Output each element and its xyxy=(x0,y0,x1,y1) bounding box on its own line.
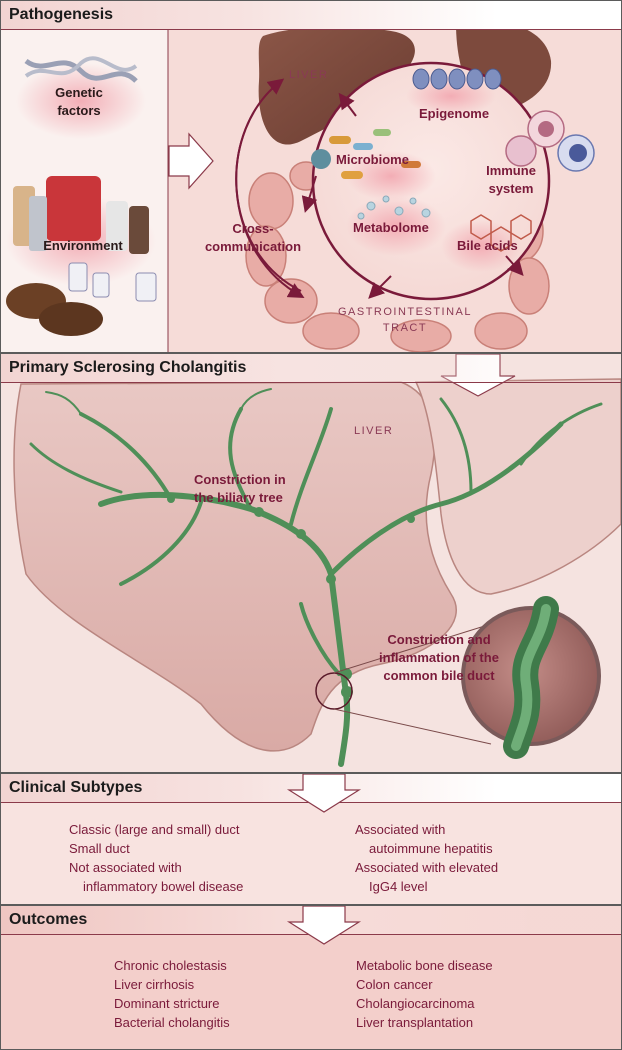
outcome-item: Bacterial cholangitis xyxy=(114,1015,230,1030)
pathogenesis-header: Pathogenesis xyxy=(1,1,621,30)
pill-bottles-icon xyxy=(92,272,110,298)
divider xyxy=(1,352,621,354)
psc-liver-label: LIVER xyxy=(354,425,393,437)
spray-can-icon xyxy=(29,196,47,251)
constriction-common-label-3: common bile duct xyxy=(383,668,495,683)
dark-bottle-icon xyxy=(129,206,149,254)
outcome-item: Chronic cholestasis xyxy=(114,958,227,973)
bile-acids-label: Bile acids xyxy=(457,238,518,253)
liver-shape xyxy=(258,26,415,145)
psc-liver-left xyxy=(13,381,457,752)
microbiome-icon xyxy=(311,129,421,179)
outcome-item: Metabolic bone disease xyxy=(356,958,493,973)
clinical-subtypes-section: Clinical Subtypes Classic (large and sma… xyxy=(1,774,621,904)
divider xyxy=(1,772,621,774)
microbiome-label: Microbiome xyxy=(336,152,409,167)
pathogenesis-section: Genetic factors Environment LIVER Epigen… xyxy=(1,1,621,353)
subtype-item: inflammatory bowel disease xyxy=(83,879,244,894)
subtypes-left-list: Classic (large and small) duct Small duc… xyxy=(69,820,243,896)
cross-communication-label-1: Cross- xyxy=(232,221,273,236)
epigenome-icon xyxy=(412,68,502,90)
duct-beads xyxy=(167,495,415,698)
subtypes-right-list: Associated with autoimmune hepatitis Ass… xyxy=(355,820,498,896)
subtype-item: Associated with elevated xyxy=(355,860,499,875)
psc-section: LIVER Constriction in the biliary tree C… xyxy=(1,354,621,772)
constriction-common-label-1: Constriction and xyxy=(387,632,490,647)
genetic-factors-label-1: Genetic xyxy=(55,85,103,100)
subtype-item: Associated with xyxy=(355,822,446,837)
gi-tract-label-1: GASTROINTESTINAL xyxy=(338,306,472,318)
divider xyxy=(1,904,621,906)
environment-label: Environment xyxy=(43,238,123,253)
outcome-item: Liver cirrhosis xyxy=(114,977,195,992)
immune-system-label-1: Immune xyxy=(486,163,536,178)
genetic-glow xyxy=(16,63,146,139)
psc-liver-right xyxy=(414,378,621,595)
subtypes-arrow-svg xyxy=(286,774,362,813)
immune-cells-icon xyxy=(505,110,595,172)
outcome-item: Cholangiocarcinoma xyxy=(356,996,475,1011)
subtype-item: IgG4 level xyxy=(369,879,428,894)
outcome-item: Liver transplantation xyxy=(356,1015,474,1030)
epigenome-label: Epigenome xyxy=(419,106,489,121)
constriction-biliary-label-2: the biliary tree xyxy=(194,490,283,505)
constriction-common-label-2: inflammation of the xyxy=(379,650,499,665)
psc-illustration: LIVER Constriction in the biliary tree C… xyxy=(13,354,621,767)
cleaner-bottle-icon xyxy=(106,201,128,251)
subtype-item: Small duct xyxy=(69,841,130,856)
metabolome-label: Metabolome xyxy=(353,220,429,235)
dna-helix-icon xyxy=(24,58,138,83)
psc-header: Primary Sclerosing Cholangitis xyxy=(1,354,621,383)
outcomes-left-list: Chronic cholestasis Liver cirrhosis Domi… xyxy=(114,956,230,1032)
bile-acids-molecule-icon xyxy=(470,214,532,252)
outcomes-arrow xyxy=(286,906,362,945)
subtype-item: Not associated with xyxy=(69,860,182,875)
genetic-factors-label-2: factors xyxy=(57,103,100,118)
subtype-item: autoimmune hepatitis xyxy=(369,841,493,856)
subtype-item: Classic (large and small) duct xyxy=(69,822,240,837)
gas-can-icon xyxy=(46,176,101,241)
biliary-tree xyxy=(29,388,603,767)
constriction-biliary-label-1: Constriction in xyxy=(194,472,286,487)
pathogenesis-arrow xyxy=(168,132,214,190)
outcomes-right-list: Metabolic bone disease Colon cancer Chol… xyxy=(356,956,493,1032)
outcomes-section: Outcomes Chronic cholestasis Liver cirrh… xyxy=(1,906,621,1049)
outcomes-arrow-svg xyxy=(286,906,362,945)
cross-communication-label-2: communication xyxy=(205,239,301,254)
subtypes-arrow xyxy=(286,774,362,813)
outcome-item: Dominant stricture xyxy=(114,996,220,1011)
metabolome-icon xyxy=(357,195,431,220)
pathogenesis-illustration: Genetic factors Environment LIVER Epigen… xyxy=(1,20,595,353)
immune-system-label-2: system xyxy=(489,181,534,196)
gi-tract-label-2: TRACT xyxy=(383,322,427,334)
liver-label: LIVER xyxy=(289,69,328,81)
outcome-item: Colon cancer xyxy=(356,977,433,992)
